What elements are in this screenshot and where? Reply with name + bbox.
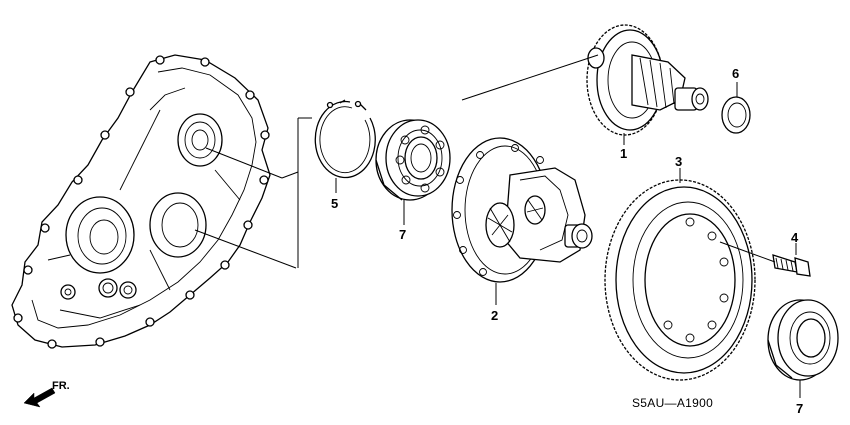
housing-bolt-holes [13,55,270,349]
drawing-code: S5AU—A1900 [632,396,713,410]
part-number-2: 2 [491,308,498,323]
part-3-ring-gear [604,179,756,381]
front-direction-arrow-icon [23,387,56,408]
part-6-washer [721,96,751,134]
part-number-5: 5 [331,196,338,211]
part-number-1: 1 [620,146,627,161]
part-4-bolt [772,254,811,277]
part-number-6: 6 [732,66,739,81]
front-marker-label: FR. [52,380,70,392]
part-5-snap-ring [314,99,376,179]
part-2-differential-assembly [451,137,593,283]
part-1-final-drive-gear [586,24,709,136]
part-number-7-upper: 7 [399,227,406,242]
transmission-housing [11,54,271,349]
part-7-bearing-upper [375,119,451,201]
part-number-7-lower: 7 [796,401,803,416]
part-7-bearing-lower [767,299,839,381]
part-number-3: 3 [675,154,682,169]
part-number-4: 4 [791,230,799,245]
